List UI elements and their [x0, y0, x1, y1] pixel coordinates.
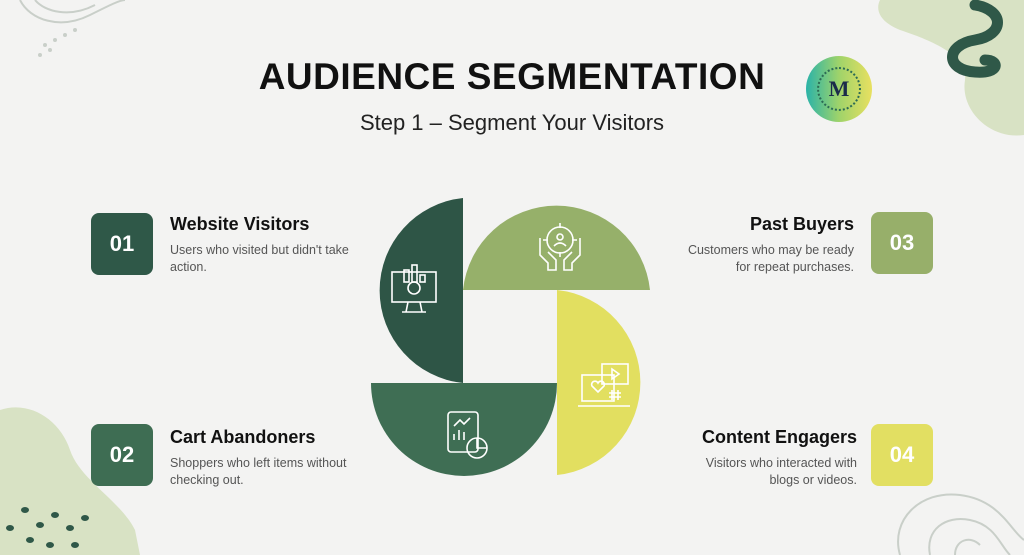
laptop-social-media-icon: [578, 363, 630, 407]
segment-shape-01: [379, 198, 463, 383]
report-pie-chart-icon: [447, 411, 488, 459]
segment-title: Content Engagers: [701, 427, 857, 447]
top-left-line-art: [19, 0, 126, 24]
top-right-squiggle: [947, 0, 1003, 78]
segment-number-badge: 04: [871, 424, 933, 486]
monitor-chart-gear-icon: [391, 264, 437, 313]
bottom-left-dots: [6, 507, 89, 548]
page-subtitle: Step 1 – Segment Your Visitors: [359, 110, 665, 135]
segment-title: Cart Abandoners: [170, 427, 316, 447]
segment-number-badge: 01: [91, 213, 153, 275]
page-title: AUDIENCE SEGMENTATION: [258, 56, 766, 97]
segment-number-badge: 03: [871, 212, 933, 274]
segment-number-badge: 02: [91, 424, 153, 486]
segment-description: Shoppers who left items without checking…: [170, 456, 347, 487]
brand-logo: M: [806, 56, 872, 122]
segment-title: Past Buyers: [749, 214, 854, 234]
segmentation-diagram: [371, 198, 650, 476]
segment-shape-03: [463, 205, 650, 290]
segment-title: Website Visitors: [170, 214, 310, 234]
segment-description: Users who visited but didn't take action…: [170, 243, 349, 274]
bottom-left-blob: [0, 407, 140, 555]
bottom-right-contour-lines: [897, 493, 1024, 555]
segment-description: Visitors who interacted with blogs or vi…: [705, 456, 857, 487]
top-left-dots: [38, 28, 77, 57]
segment-description: Customers who may be ready for repeat pu…: [687, 243, 854, 274]
segment-shape-02: [371, 383, 557, 476]
hands-target-user-icon: [539, 223, 581, 271]
